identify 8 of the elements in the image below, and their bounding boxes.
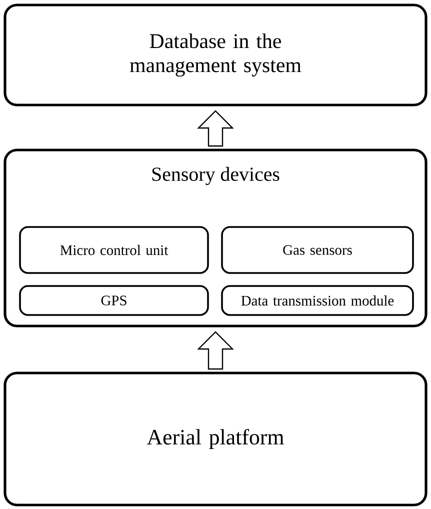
module-box: Gas sensors <box>221 226 414 274</box>
platform-box: Aerial platform <box>4 372 428 506</box>
module-box: GPS <box>19 285 209 316</box>
database-box: Database in the management system <box>4 4 428 106</box>
block-arrow <box>197 331 234 370</box>
module-box: Micro control unit <box>19 226 209 274</box>
module-box: Data transmission module <box>221 285 414 316</box>
block-arrow <box>197 110 234 147</box>
